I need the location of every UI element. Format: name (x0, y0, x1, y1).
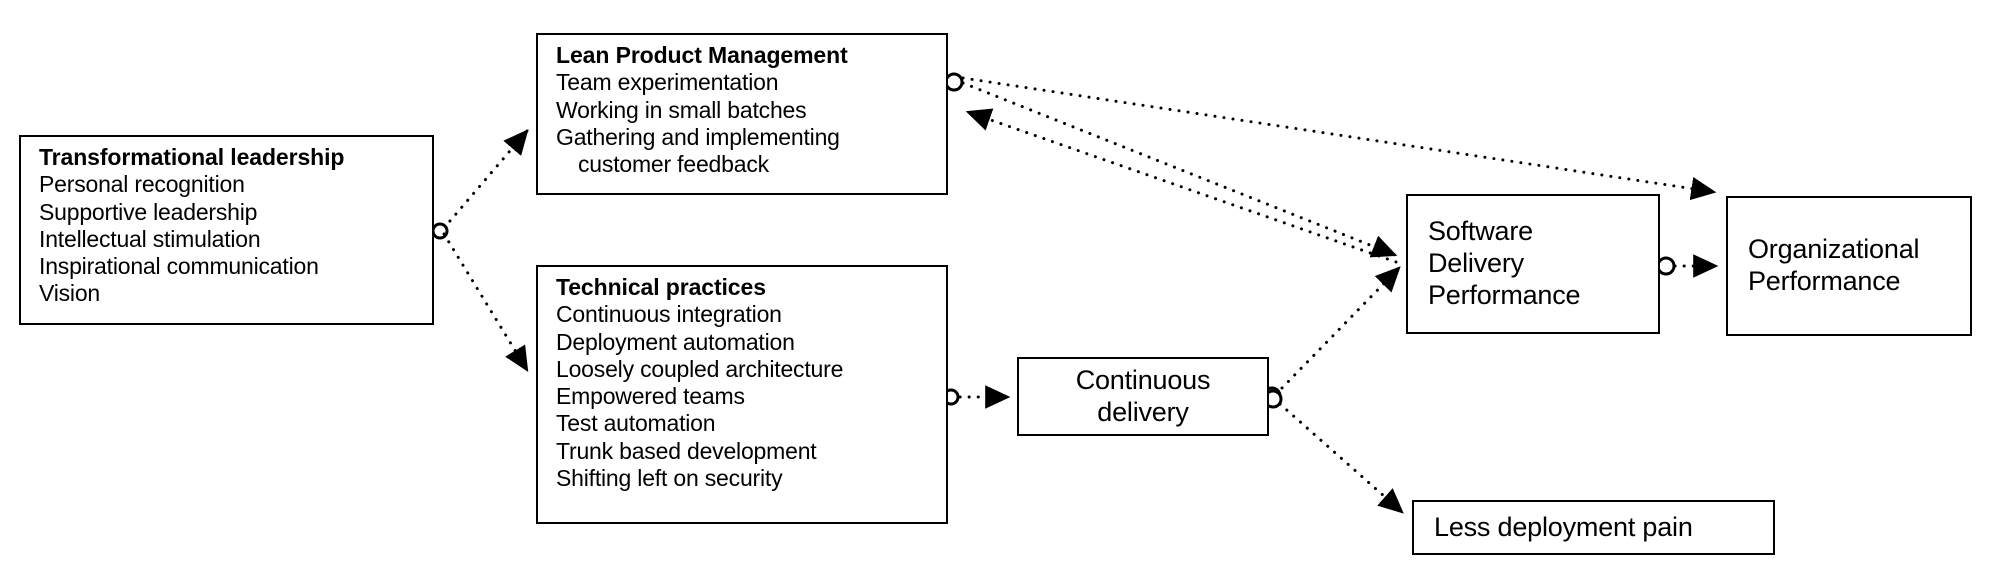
node-label-line: Organizational (1748, 234, 1920, 265)
node-list-item: Supportive leadership (39, 198, 258, 225)
node-list-item: Trunk based development (556, 437, 817, 464)
node-label-line: Continuous (1075, 364, 1211, 395)
node-label-line: Software (1428, 216, 1533, 247)
node-list-item: Continuous integration (556, 301, 782, 328)
node-list-item: Empowered teams (556, 383, 745, 409)
node-label-line: Performance (1748, 266, 1901, 296)
node-list-item: customer feedback (578, 151, 769, 177)
node-list-item: Team experimentation (556, 69, 779, 96)
less-deployment-pain-node[interactable]: Less deployment pain (1412, 500, 1775, 555)
edge-leadership-to-lean-product-management (442, 129, 529, 230)
node-title: Transformational leadership (39, 144, 345, 170)
edge-leadership-to-technical-practices (442, 232, 529, 373)
node-list-item: Loosely coupled architecture (556, 355, 844, 382)
node-label-line: Less deployment pain (1434, 511, 1693, 542)
node-label-line: Delivery (1428, 248, 1524, 279)
edge-source-circle-marker (1656, 256, 1676, 276)
node-list-item: Inspirational communication (39, 253, 319, 279)
edge-source-circle-marker (944, 72, 964, 92)
node-list-item: Test automation (556, 410, 716, 437)
node-list-item: Working in small batches (556, 96, 807, 123)
node-list-item: Personal recognition (39, 171, 245, 198)
edge-continuous-delivery-to-software-delivery-performance (1280, 266, 1401, 390)
node-list-item: Deployment automation (556, 328, 795, 355)
node-title: Technical practices (556, 274, 766, 300)
node-list-item: Shifting left on security (556, 464, 783, 491)
edge-technical-practices-to-lean-product-management (965, 108, 1398, 264)
edge-lean-product-management-to-organizational-performance (961, 76, 1717, 201)
node-list-item: Vision (39, 280, 101, 307)
edge-lean-product-management-to-software-delivery-performance (961, 81, 1398, 258)
node-list-item: Intellectual stimulation (39, 225, 261, 252)
node-list-item: Gathering and implementing (556, 123, 840, 150)
edge-source-circle-marker (431, 222, 449, 240)
node-title: Lean Product Management (556, 42, 848, 68)
edge-continuous-delivery-to-less-deployment-pain (1278, 402, 1404, 514)
node-label: Less deployment pain (1414, 512, 1693, 544)
node-label-line: Performance (1428, 279, 1581, 310)
node-label-line: delivery (1097, 396, 1189, 427)
